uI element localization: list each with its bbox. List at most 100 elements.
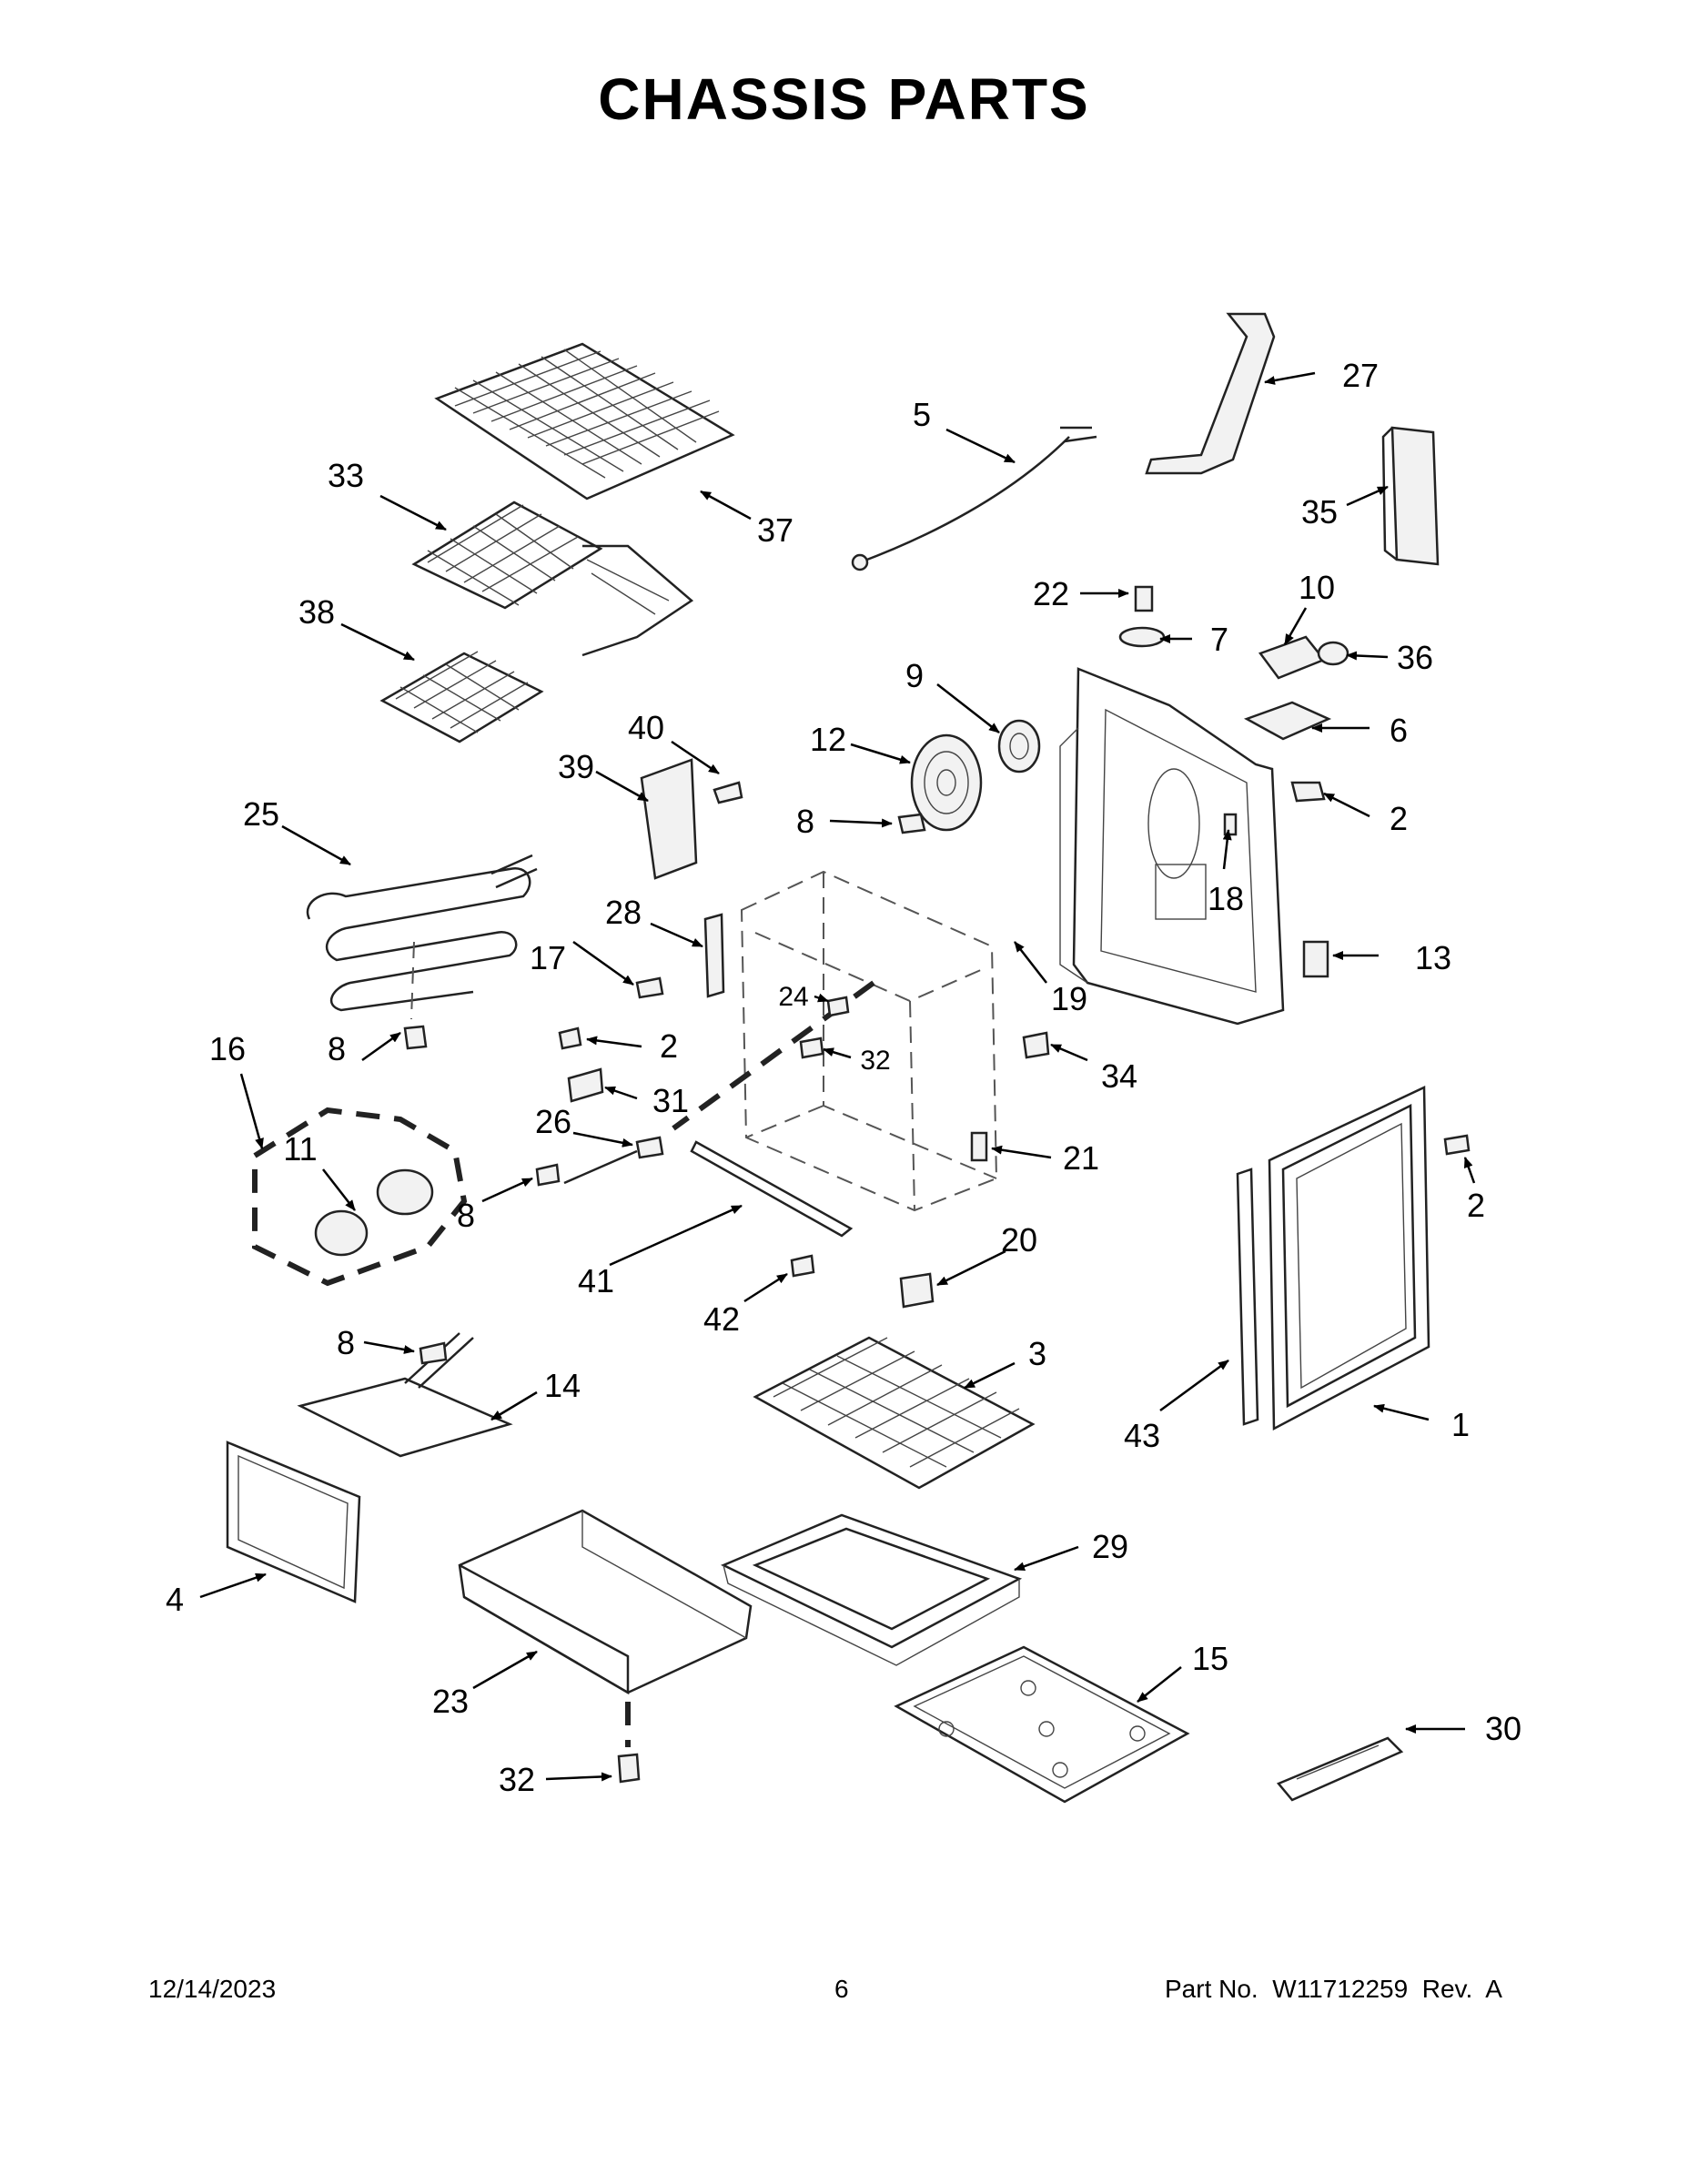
oven-rack-top-drawing (434, 342, 735, 500)
callout-21: 21 (1063, 1139, 1099, 1177)
screw-door-drawing (1443, 1134, 1471, 1156)
oven-rack-glide-drawing (411, 500, 694, 657)
callout-19: 19 (1051, 980, 1087, 1017)
leader-18 (1222, 829, 1232, 870)
callout-13: 13 (1415, 939, 1451, 976)
bracket-13-drawing (1302, 940, 1329, 978)
callout-6: 6 (1390, 712, 1408, 749)
callout-9: 9 (905, 657, 924, 694)
callout-33: 33 (328, 457, 364, 494)
leader-36 (1346, 651, 1389, 661)
base-plate-drawing (894, 1645, 1190, 1804)
callout-labels: 27 5 33 37 35 38 22 10 7 36 9 40 39 12 6… (166, 357, 1521, 1798)
callout-42: 42 (703, 1300, 740, 1338)
callout-22: 22 (1033, 575, 1069, 612)
leader-2c (1463, 1157, 1476, 1184)
leader-29 (1014, 1545, 1079, 1572)
leader-28 (650, 922, 703, 948)
bottom-pan-drawing (720, 1513, 1023, 1666)
callout-34: 34 (1101, 1057, 1137, 1095)
leader-43 (1159, 1359, 1229, 1412)
callout-30: 30 (1485, 1710, 1521, 1747)
leader-39 (595, 770, 649, 803)
callout-4: 4 (166, 1581, 184, 1618)
callout-8b: 8 (328, 1030, 346, 1067)
wire-harness-drawing (851, 426, 1097, 571)
leader-17 (572, 940, 634, 986)
footer-date: 12/14/2023 (148, 1975, 277, 2003)
callout-2a: 2 (1390, 800, 1408, 837)
knob-kit-drawing (252, 1107, 468, 1287)
leader-23 (472, 1650, 538, 1690)
duct-drawing (640, 758, 698, 880)
callout-18: 18 (1208, 880, 1244, 917)
leader-20 (936, 1249, 1006, 1287)
leader-8b (361, 1031, 401, 1062)
callout-7: 7 (1210, 621, 1228, 658)
callout-31: 31 (652, 1082, 689, 1119)
side-bracket-drawing (1381, 426, 1440, 566)
callout-10: 10 (1299, 569, 1335, 606)
fitting-drawing (1223, 813, 1238, 836)
callout-5: 5 (913, 396, 931, 433)
callout-8a: 8 (796, 803, 814, 840)
leader-2b (586, 1036, 642, 1048)
callout-43: 43 (1124, 1417, 1160, 1454)
callout-29: 29 (1092, 1528, 1128, 1565)
leader-14 (490, 1390, 538, 1421)
leader-15 (1137, 1666, 1182, 1703)
door-frame-drawing (1268, 1086, 1430, 1431)
leader-8d (363, 1340, 415, 1354)
leader-41 (609, 1204, 743, 1267)
callout-23: 23 (432, 1683, 469, 1720)
footer-part-number: Part No. W11712259 Rev. A (1165, 1975, 1502, 2003)
callout-40: 40 (628, 709, 664, 746)
screw-right-drawing (1290, 781, 1326, 803)
callout-28: 28 (605, 894, 642, 931)
half-rack-drawing (379, 651, 544, 743)
oven-cavity-drawing (740, 870, 998, 1212)
side-panel-drawing (226, 1441, 361, 1603)
clip-drawing (1022, 1031, 1050, 1059)
screw-42-drawing (790, 1254, 815, 1278)
leader-34 (1050, 1043, 1088, 1062)
callout-8c: 8 (457, 1197, 475, 1234)
leader-42 (743, 1272, 788, 1303)
leader-26 (572, 1131, 633, 1148)
callout-26: 26 (535, 1103, 571, 1140)
leader-11 (322, 1168, 356, 1211)
bracket-30-drawing (1276, 1736, 1404, 1802)
leader-8c (481, 1177, 533, 1203)
callout-20: 20 (1001, 1221, 1037, 1259)
footer-page-number: 6 (834, 1975, 849, 2003)
leader-9 (936, 683, 1000, 733)
block-support-drawing (1243, 701, 1332, 741)
screw-drawer-drawing (617, 1702, 641, 1784)
callout-35: 35 (1301, 493, 1338, 531)
broil-element-drawing (297, 1332, 513, 1458)
callout-15: 15 (1192, 1640, 1228, 1677)
callout-2b: 2 (660, 1027, 678, 1065)
fan-cover-drawing (910, 733, 983, 832)
lower-rack-drawing (753, 1336, 1036, 1490)
part-drawings (226, 312, 1471, 1804)
screw-element-drawing (403, 1025, 428, 1050)
callout-2c: 2 (1467, 1187, 1485, 1224)
callout-8d: 8 (337, 1324, 355, 1361)
probe-rod-drawing (563, 980, 875, 1185)
callout-25: 25 (243, 795, 279, 833)
leader-31 (604, 1086, 638, 1100)
leader-19 (1014, 941, 1047, 984)
vent-trim-drawing (1145, 312, 1276, 475)
callout-41: 41 (578, 1262, 614, 1299)
door-gasket-drawing (1236, 1168, 1259, 1426)
callout-36: 36 (1397, 639, 1433, 676)
fan-blade-drawing (997, 719, 1041, 774)
leader-37 (700, 490, 752, 521)
leader-2a (1323, 792, 1370, 818)
leader-25 (281, 824, 351, 866)
leader-33 (379, 494, 447, 531)
callout-3: 3 (1028, 1335, 1046, 1372)
callout-12: 12 (810, 721, 846, 758)
